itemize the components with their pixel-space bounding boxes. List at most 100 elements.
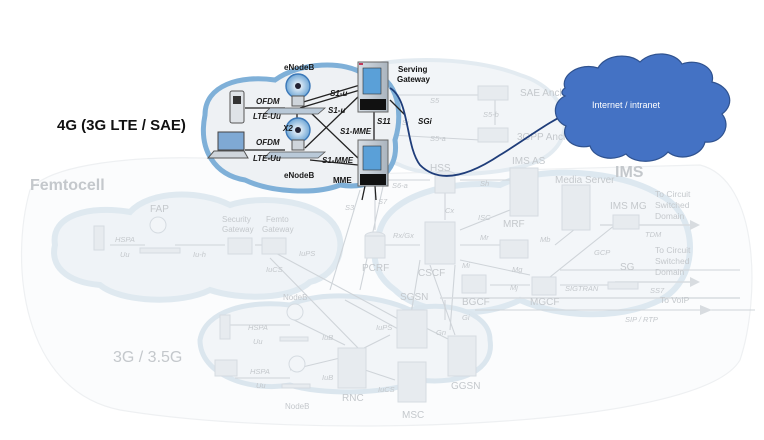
- enodeb-bottom: [263, 117, 327, 159]
- nodeb-top-base: [279, 336, 309, 342]
- sg-label: SG: [620, 262, 635, 273]
- cscf-label: CSCF: [418, 268, 445, 279]
- x2-label: X2: [282, 124, 293, 133]
- sgsn-label: SGSN: [400, 292, 428, 303]
- ims-as-server: [509, 167, 539, 217]
- s1mme-1-label: S1-MME: [340, 127, 372, 136]
- to-cs-1-line2: Switched: [655, 200, 690, 210]
- mrf-label: MRF: [503, 219, 525, 230]
- sae-anchor-label: SAE Anchor: [520, 88, 575, 99]
- 3g-uu-2-label: Uu: [256, 381, 266, 390]
- femto-gateway-label-2: Gateway: [262, 225, 294, 234]
- faded-labels: Femtocell 3G / 3.5G IMS SAE Anchor 3GPP …: [30, 88, 691, 421]
- rnc-label: RNC: [342, 393, 364, 404]
- femto-iups-label: IuPS: [299, 249, 315, 258]
- femto-phone: [93, 225, 105, 251]
- femto-gateway-label-1: Femto: [266, 215, 289, 224]
- mr-label: Mr: [480, 233, 489, 242]
- femto-gateway-box: [261, 237, 287, 255]
- to-cs-2-line1: To Circuit: [655, 245, 691, 255]
- internet-cloud: Internet / intranet: [554, 53, 731, 162]
- s5b-label: S5-b: [483, 110, 499, 119]
- mrf-box: [499, 239, 529, 259]
- ggsn-server: [447, 335, 477, 377]
- sgi-label: SGi: [418, 117, 433, 126]
- lte-labels: 4G (3G LTE / SAE) eNodeB eNodeB Serving …: [57, 63, 433, 185]
- cscf-server: [424, 221, 456, 265]
- security-gateway-label-1: Security: [222, 215, 251, 224]
- s5a-label: S5-a: [430, 134, 446, 143]
- arrow-sip: [700, 305, 712, 315]
- media-server: [561, 184, 591, 231]
- nodeb-bottom-label: NodeB: [285, 402, 309, 411]
- mme-label: MME: [333, 176, 352, 185]
- ims-mg-label: IMS MG: [610, 201, 647, 212]
- lte-uu-1-label: LTE-Uu: [253, 112, 281, 121]
- bgcf-box: [461, 274, 487, 294]
- nodeb-top-label: NodeB: [283, 293, 307, 302]
- serving-gateway-label-1: Serving: [398, 65, 427, 74]
- media-server-label: Media Server: [555, 175, 615, 186]
- hss-cylinder: [434, 174, 456, 194]
- mg-label: Mg: [512, 265, 523, 274]
- core-iucs-label: IuCS: [378, 385, 395, 394]
- arrow-ss7: [690, 277, 700, 287]
- 3gpp-anchor-box: [477, 127, 509, 143]
- mgcf-box: [531, 276, 557, 296]
- femtocell-title: Femtocell: [30, 177, 105, 194]
- fap-antenna-icon: [149, 216, 167, 234]
- ims-mg-box: [612, 214, 640, 230]
- ofdm-2-label: OFDM: [256, 138, 280, 147]
- 3g-title: 3G / 3.5G: [113, 349, 182, 366]
- s1u-2-label: S1-u: [328, 106, 345, 115]
- mi-label: Mi: [462, 261, 470, 270]
- rnc-server: [337, 347, 367, 389]
- fap-base: [139, 247, 181, 254]
- isc-label: ISC: [478, 213, 491, 222]
- hss-label: HSS: [430, 163, 451, 174]
- internet-cloud-label: Internet / intranet: [592, 100, 661, 110]
- ims-title: IMS: [615, 164, 644, 181]
- arrow-tdm: [690, 220, 700, 230]
- s1mme-2-label: S1-MME: [322, 156, 354, 165]
- tdm-label: TDM: [645, 230, 662, 239]
- lte-uu-2-label: LTE-Uu: [253, 154, 281, 163]
- fap-label: FAP: [150, 204, 169, 215]
- gcp-label: GCP: [594, 248, 610, 257]
- faded-equipment: [93, 85, 640, 403]
- enodeb-top: [263, 73, 327, 115]
- femto-iuh-label: Iu-h: [193, 250, 206, 259]
- lte-phone: [229, 90, 245, 124]
- security-gateway-label-2: Gateway: [222, 225, 254, 234]
- 3gpp-anchor-label: 3GPP Anchor: [517, 132, 578, 143]
- cx-label: Cx: [445, 206, 454, 215]
- lte-laptop: [206, 131, 249, 159]
- sip-rtp-label: SIP / RTP: [625, 315, 658, 324]
- serving-gateway-label-2: Gateway: [397, 75, 430, 84]
- si-label: Si: [402, 118, 409, 127]
- mme-server: [357, 139, 389, 187]
- s3-label: S3: [345, 203, 355, 212]
- ggsn-label: GGSN: [451, 381, 480, 392]
- mgcf-label: MGCF: [530, 297, 559, 308]
- core-iups-label: IuPS: [376, 323, 392, 332]
- to-cs-2-line2: Switched: [655, 256, 690, 266]
- msc-label: MSC: [402, 410, 424, 421]
- sgi-internet-link: [389, 87, 576, 177]
- s5-label: S5: [430, 96, 440, 105]
- sg-box: [607, 281, 639, 290]
- pcrf-label: PCRF: [362, 263, 389, 274]
- arrowheads: [690, 220, 712, 315]
- 3g-uu-1-label: Uu: [253, 337, 263, 346]
- enodeb-top-label: eNodeB: [284, 63, 314, 72]
- 3g-laptop: [214, 359, 238, 377]
- msc-server: [397, 361, 427, 403]
- ss7-label: SS7: [650, 286, 665, 295]
- iub-1-label: IuB: [322, 333, 333, 342]
- s11-label: S11: [377, 117, 391, 126]
- to-cs-1-line3: Domain: [655, 211, 685, 221]
- nodeb-bottom-base: [281, 383, 311, 389]
- sae-anchor-box: [477, 85, 509, 101]
- security-gateway-box: [227, 237, 253, 255]
